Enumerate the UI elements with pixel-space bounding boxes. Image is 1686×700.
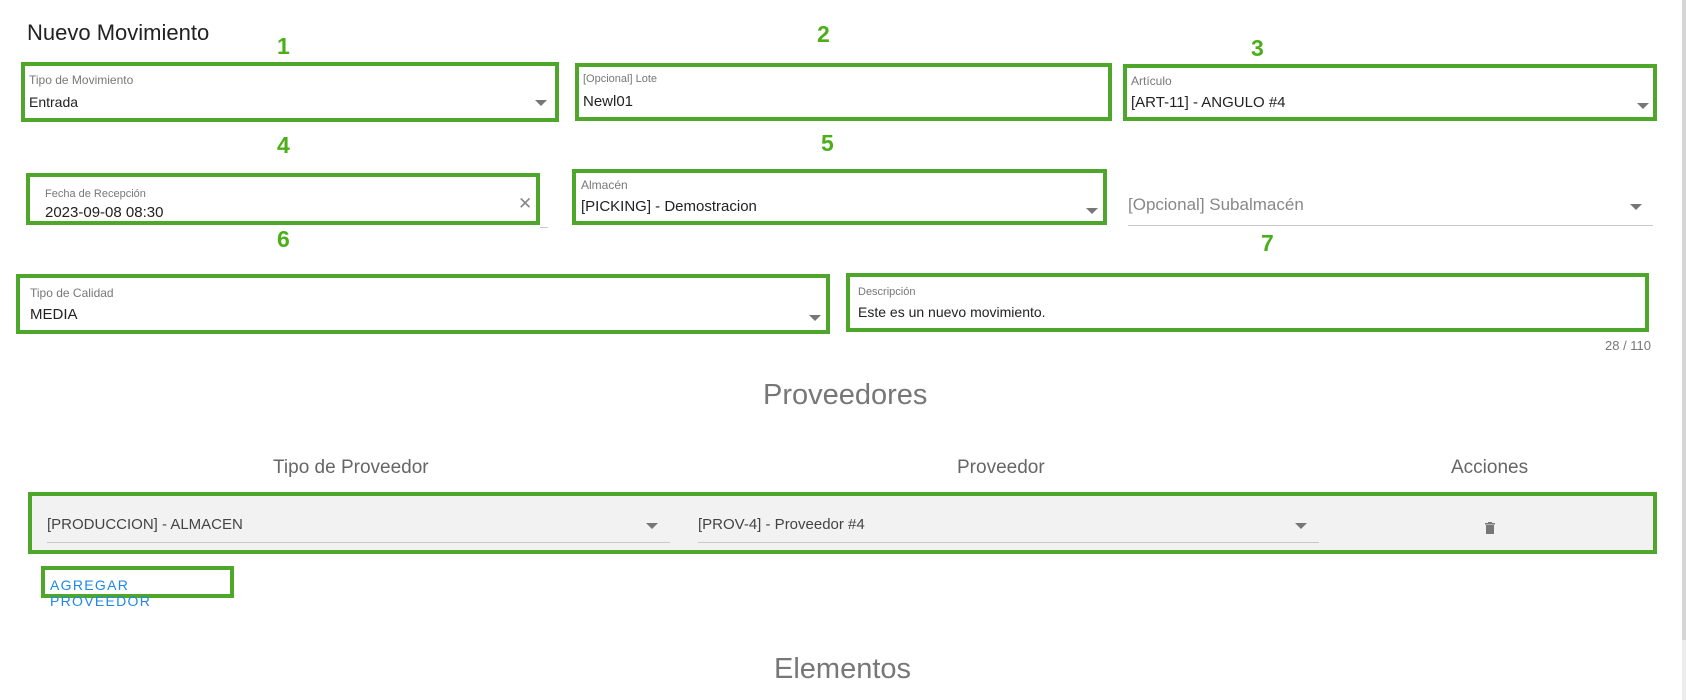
- annotation-number-3: 3: [1251, 35, 1264, 61]
- almacen-select[interactable]: Almacén [PICKING] - Demostracion: [572, 169, 1107, 225]
- annotation-number-6: 6: [277, 226, 290, 252]
- lote-label: [Opcional] Lote: [583, 73, 657, 85]
- articulo-label: Artículo: [1131, 74, 1172, 88]
- annotation-number-5: 5: [821, 130, 834, 156]
- fecha-recepcion-input[interactable]: Fecha de Recepción 2023-09-08 08:30 ✕: [26, 173, 540, 225]
- column-header-tipo-proveedor: Tipo de Proveedor: [273, 457, 429, 478]
- chevron-down-icon[interactable]: [1637, 103, 1649, 109]
- proveedor-row: [PRODUCCION] - ALMACEN [PROV-4] - Provee…: [28, 492, 1657, 554]
- agregar-proveedor-label: AGREGAR PROVEEDOR: [50, 577, 152, 609]
- scrollbar-thumb[interactable]: [1682, 0, 1686, 640]
- chevron-down-icon[interactable]: [646, 523, 658, 529]
- proveedor-value: [PROV-4] - Proveedor #4: [698, 516, 865, 533]
- subalmacen-select[interactable]: [Opcional] Subalmacén: [1128, 190, 1653, 226]
- agregar-proveedor-button[interactable]: AGREGAR PROVEEDOR: [41, 566, 234, 609]
- descripcion-textarea[interactable]: Descripción Este es un nuevo movimiento.: [846, 273, 1649, 332]
- chevron-down-icon[interactable]: [1086, 208, 1098, 214]
- tipo-calidad-label: Tipo de Calidad: [30, 286, 114, 300]
- proveedores-section-title: Proveedores: [763, 379, 928, 411]
- tipo-movimiento-select[interactable]: Tipo de Movimiento Entrada: [21, 62, 559, 122]
- annotation-number-7: 7: [1261, 230, 1274, 256]
- descripcion-char-counter: 28 / 110: [1605, 338, 1652, 353]
- tipo-proveedor-value: [PRODUCCION] - ALMACEN: [47, 516, 243, 533]
- articulo-select[interactable]: Artículo [ART-11] - ANGULO #4: [1123, 64, 1657, 121]
- fecha-underline: [540, 227, 548, 228]
- column-header-proveedor: Proveedor: [957, 457, 1045, 478]
- tipo-movimiento-label: Tipo de Movimiento: [29, 73, 134, 87]
- proveedor-select[interactable]: [PROV-4] - Proveedor #4: [698, 510, 1319, 543]
- proveedor-underline: [698, 542, 1319, 543]
- almacen-value: [PICKING] - Demostracion: [581, 198, 757, 215]
- lote-value: Newl01: [583, 93, 634, 110]
- subalmacen-placeholder: [Opcional] Subalmacén: [1128, 195, 1304, 214]
- chevron-down-icon[interactable]: [809, 315, 821, 321]
- lote-input[interactable]: [Opcional] Lote Newl01: [575, 63, 1112, 121]
- chevron-down-icon[interactable]: [1295, 523, 1307, 529]
- tipo-proveedor-select[interactable]: [PRODUCCION] - ALMACEN: [47, 510, 670, 543]
- almacen-label: Almacén: [581, 178, 628, 192]
- annotation-number-1: 1: [277, 33, 290, 59]
- articulo-value: [ART-11] - ANGULO #4: [1131, 94, 1286, 111]
- tipo-calidad-select[interactable]: Tipo de Calidad MEDIA: [16, 274, 830, 334]
- descripcion-value: Este es un nuevo movimiento.: [858, 304, 1046, 320]
- tipo-proveedor-underline: [47, 542, 670, 543]
- column-header-acciones: Acciones: [1451, 457, 1529, 478]
- fecha-recepcion-label: Fecha de Recepción: [45, 188, 146, 200]
- annotation-number-4: 4: [277, 132, 290, 158]
- close-icon[interactable]: ✕: [518, 194, 533, 213]
- tipo-calidad-value: MEDIA: [30, 306, 78, 323]
- chevron-down-icon[interactable]: [535, 100, 547, 106]
- fecha-recepcion-value: 2023-09-08 08:30: [45, 204, 164, 221]
- chevron-down-icon[interactable]: [1630, 204, 1642, 210]
- elementos-section-title: Elementos: [774, 653, 912, 685]
- page-title: Nuevo Movimiento: [27, 20, 210, 45]
- subalmacen-underline: [1128, 225, 1653, 226]
- trash-icon[interactable]: [1485, 522, 1495, 534]
- descripcion-label: Descripción: [858, 286, 916, 298]
- tipo-movimiento-value: Entrada: [29, 94, 79, 110]
- annotation-number-2: 2: [817, 21, 830, 47]
